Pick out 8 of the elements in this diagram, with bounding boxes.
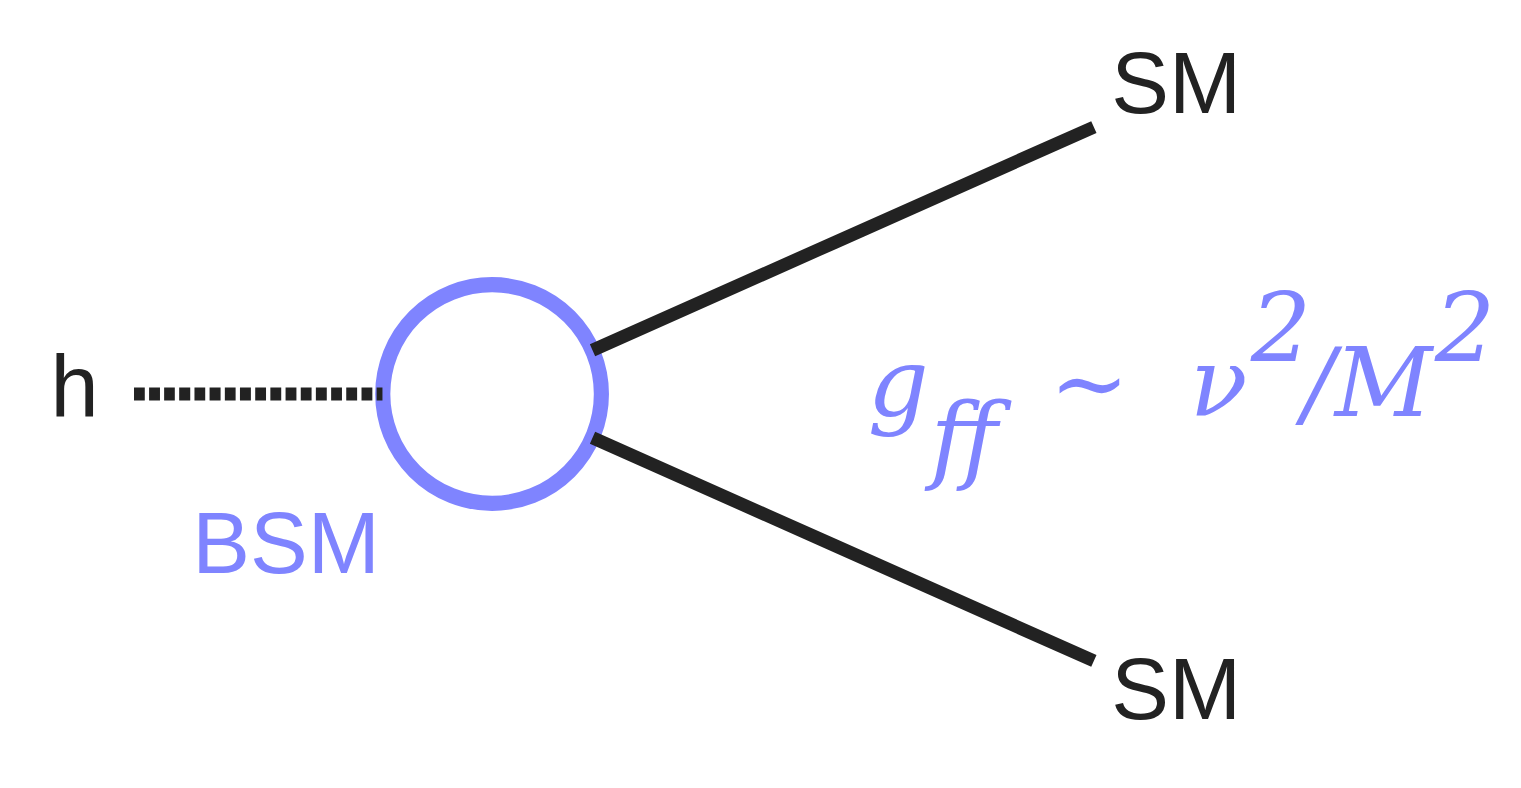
connector bbox=[134, 387, 383, 401]
node-circle bbox=[375, 277, 609, 511]
node-text: SM bbox=[1111, 34, 1242, 131]
node-text: SM bbox=[1111, 640, 1242, 737]
connector bbox=[589, 121, 1097, 357]
node-text: h bbox=[50, 337, 99, 434]
node-label: BSM bbox=[192, 494, 380, 591]
connector bbox=[589, 431, 1097, 667]
